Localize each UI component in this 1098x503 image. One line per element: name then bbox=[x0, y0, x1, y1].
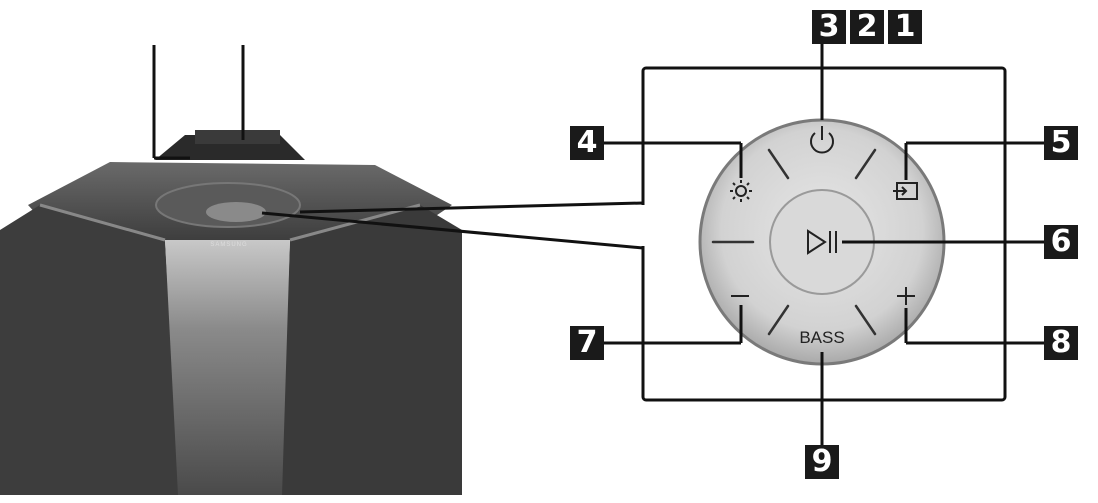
callout-2: 2 bbox=[850, 10, 884, 44]
power-icon[interactable] bbox=[810, 126, 834, 154]
callout-7: 7 bbox=[570, 326, 604, 360]
zoom-connector-lines bbox=[261, 201, 644, 250]
callout-8: 8 bbox=[1044, 326, 1078, 360]
speaker-center-button bbox=[206, 202, 266, 222]
callout-6: 6 bbox=[1044, 225, 1078, 259]
callout-3: 3 bbox=[812, 10, 846, 44]
brightness-icon[interactable] bbox=[730, 180, 752, 202]
plus-icon[interactable] bbox=[897, 287, 915, 305]
speaker-illustration: SAMSUNG bbox=[0, 45, 462, 495]
play-pause-icon[interactable] bbox=[807, 229, 837, 255]
dial-dividers bbox=[711, 148, 877, 336]
callout-9: 9 bbox=[805, 445, 839, 479]
speaker-right-panel bbox=[280, 205, 462, 495]
callout-5: 5 bbox=[1044, 126, 1078, 160]
speaker-handle-cap bbox=[195, 130, 280, 144]
speaker-center-strip bbox=[165, 240, 290, 495]
callout-leader-lines bbox=[604, 44, 1044, 445]
callout-1: 1 bbox=[888, 10, 922, 44]
speaker-logo: SAMSUNG bbox=[210, 242, 247, 248]
source-input-icon[interactable] bbox=[893, 182, 918, 200]
control-dial: BASS bbox=[698, 118, 946, 366]
callout-4: 4 bbox=[570, 126, 604, 160]
speaker-left-panel bbox=[0, 205, 180, 495]
bass-button-label[interactable]: BASS bbox=[799, 328, 844, 347]
